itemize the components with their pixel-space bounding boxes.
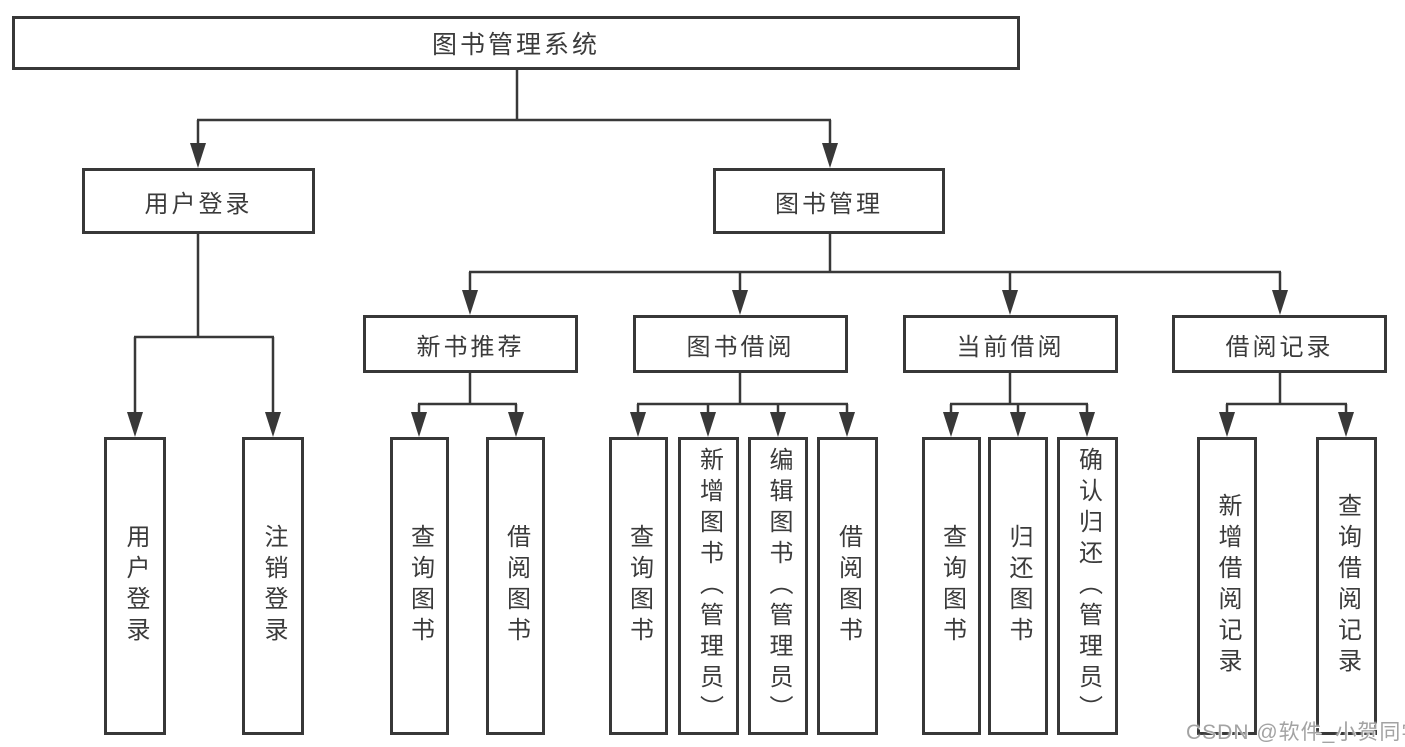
connector-records-to-leaves [1219,373,1354,437]
connector-current-to-leaves [943,373,1095,437]
arrowhead-icon [462,290,478,315]
arrowhead-icon [265,412,281,437]
arrowhead-icon [411,412,427,437]
node-current-borrow: 当前借阅 [903,315,1118,373]
arrowhead-icon [943,412,959,437]
leaf-query-books-recommend: 查询图书 [390,437,449,735]
csdn-watermark: CSDN @软件_小贺同学 [1186,721,1405,744]
leaf-logout: 注销登录 [242,437,304,735]
node-borrow-records: 借阅记录 [1172,315,1387,373]
node-book-borrow: 图书借阅 [633,315,848,373]
leaf-confirm-return-admin: 确认归还（管理员） [1057,437,1118,735]
leaf-user-login: 用户登录 [104,437,166,735]
leaf-borrow-books: 借阅图书 [817,437,878,735]
arrowhead-icon [630,412,646,437]
arrowhead-icon [732,290,748,315]
arrowhead-icon [1338,412,1354,437]
connector-borrow-to-leaves [630,373,855,437]
arrowhead-icon [127,412,143,437]
leaf-add-books-admin: 新增图书（管理员） [678,437,739,735]
leaf-add-borrow-record: 新增借阅记录 [1197,437,1257,735]
connector-recommend-to-leaves [411,373,524,437]
node-book-management: 图书管理 [713,168,945,234]
arrowhead-icon [1272,290,1288,315]
leaf-return-books: 归还图书 [988,437,1048,735]
connector-user-login-to-leaves [127,234,281,437]
leaf-query-books-current: 查询图书 [922,437,981,735]
arrowhead-icon [190,143,206,168]
leaf-edit-books-admin: 编辑图书（管理员） [748,437,808,735]
leaf-borrow-books-recommend: 借阅图书 [486,437,545,735]
connector-book-mgmt-to-level3 [462,234,1288,315]
node-root-library-system: 图书管理系统 [12,16,1020,70]
leaf-query-books-borrow: 查询图书 [609,437,668,735]
arrowhead-icon [1219,412,1235,437]
arrowhead-icon [700,412,716,437]
arrowhead-icon [1010,412,1026,437]
connector-root-to-level2 [190,70,838,168]
arrowhead-icon [770,412,786,437]
arrowhead-icon [1079,412,1095,437]
leaf-query-borrow-record: 查询借阅记录 [1316,437,1377,735]
node-new-book-recommend: 新书推荐 [363,315,578,373]
node-user-login: 用户登录 [82,168,315,234]
arrowhead-icon [839,412,855,437]
arrowhead-icon [508,412,524,437]
arrowhead-icon [822,143,838,168]
arrowhead-icon [1002,290,1018,315]
